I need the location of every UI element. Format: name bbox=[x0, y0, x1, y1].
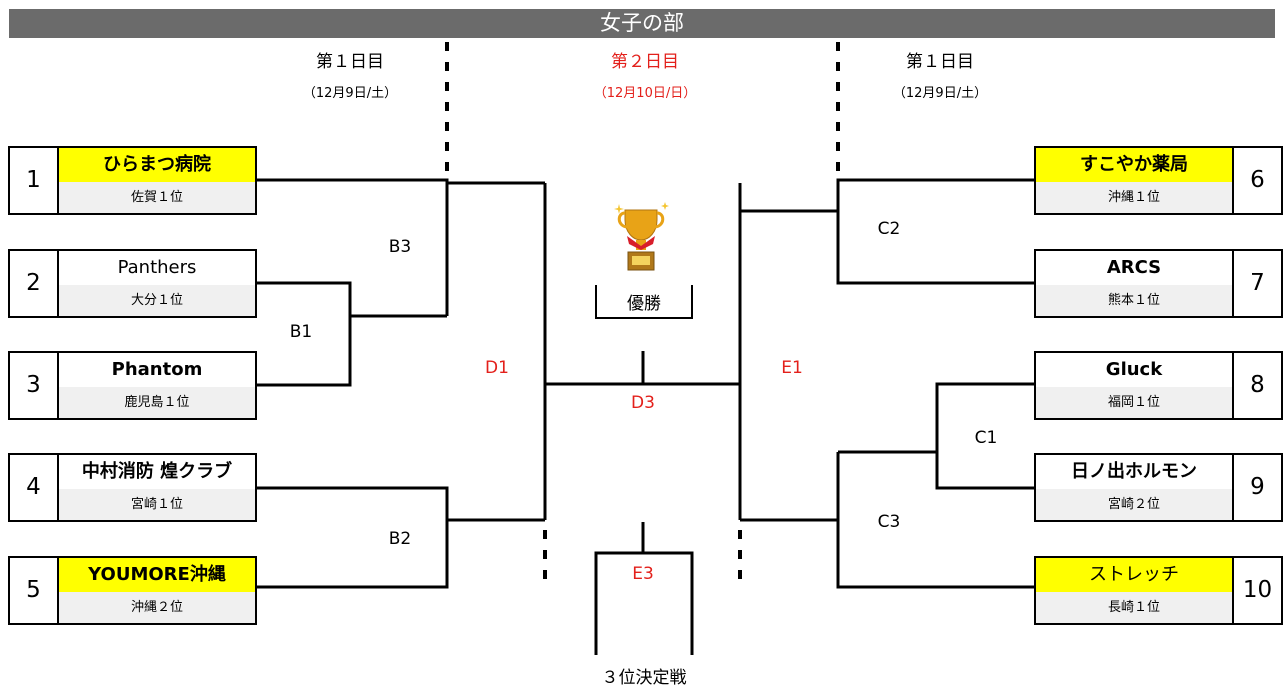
team-card: ストレッチ 長崎１位 bbox=[1034, 556, 1234, 625]
seed-number: 8 bbox=[1232, 351, 1283, 420]
seed-number: 10 bbox=[1232, 556, 1283, 625]
trophy-icon bbox=[614, 202, 669, 271]
team-qualification: 熊本１位 bbox=[1036, 285, 1232, 316]
team-name: Gluck bbox=[1105, 359, 1163, 380]
team-name: すこやか薬局 bbox=[1036, 148, 1232, 182]
team-qualification: 鹿児島１位 bbox=[59, 387, 255, 418]
team-qualification: 沖縄２位 bbox=[59, 592, 255, 623]
center-day-label: 第２日目 bbox=[611, 52, 679, 72]
champion-label: 優勝 bbox=[627, 294, 661, 314]
seed-number: 3 bbox=[8, 351, 59, 420]
team-card: Panthers 大分１位 bbox=[57, 249, 257, 318]
right-day-label: 第１日目 bbox=[906, 52, 974, 72]
team-name: 日ノ出ホルモン bbox=[1071, 461, 1197, 482]
seed-number: 7 bbox=[1232, 249, 1283, 318]
team-card: ARCS 熊本１位 bbox=[1034, 249, 1234, 318]
team-name: Phantom bbox=[111, 359, 203, 380]
seed-number: 5 bbox=[8, 556, 59, 625]
team-name: YOUMORE沖縄 bbox=[59, 558, 255, 592]
team-qualification: 大分１位 bbox=[59, 285, 255, 316]
seed-number: 4 bbox=[8, 453, 59, 522]
match-label-d1: D1 bbox=[485, 358, 509, 378]
left-date-label: （12月9日/土） bbox=[302, 86, 398, 101]
team-card: Gluck 福岡１位 bbox=[1034, 351, 1234, 420]
match-label-c1: C1 bbox=[974, 428, 998, 448]
seed-number: 1 bbox=[8, 146, 59, 215]
bracket-title: 女子の部 bbox=[9, 9, 1275, 38]
match-label-e3: E3 bbox=[632, 564, 654, 584]
right-date-label: （12月9日/土） bbox=[892, 86, 988, 101]
team-qualification: 沖縄１位 bbox=[1036, 182, 1232, 213]
team-name: Panthers bbox=[117, 257, 197, 278]
third-place-label: ３位決定戦 bbox=[601, 668, 687, 688]
match-label-b1: B1 bbox=[289, 322, 313, 342]
team-qualification: 福岡１位 bbox=[1036, 387, 1232, 418]
left-day-label: 第１日目 bbox=[316, 52, 384, 72]
team-qualification: 宮崎１位 bbox=[59, 489, 255, 520]
match-label-d3: D3 bbox=[631, 393, 655, 413]
team-card: YOUMORE沖縄 沖縄２位 bbox=[57, 556, 257, 625]
seed-number: 2 bbox=[8, 249, 59, 318]
match-label-c3: C3 bbox=[877, 512, 901, 532]
match-label-e1: E1 bbox=[781, 358, 803, 378]
team-qualification: 宮崎２位 bbox=[1036, 489, 1232, 520]
match-label-c2: C2 bbox=[877, 219, 901, 239]
match-label-b2: B2 bbox=[388, 529, 412, 549]
team-qualification: 長崎１位 bbox=[1036, 592, 1232, 623]
seed-number: 9 bbox=[1232, 453, 1283, 522]
team-card: ひらまつ病院 佐賀１位 bbox=[57, 146, 257, 215]
team-name: ARCS bbox=[1106, 257, 1162, 278]
match-label-b3: B3 bbox=[388, 237, 412, 257]
team-card: 日ノ出ホルモン 宮崎２位 bbox=[1034, 453, 1234, 522]
team-card: 中村消防 煌クラブ 宮崎１位 bbox=[57, 453, 257, 522]
team-qualification: 佐賀１位 bbox=[59, 182, 255, 213]
team-card: Phantom 鹿児島１位 bbox=[57, 351, 257, 420]
team-name: 中村消防 煌クラブ bbox=[81, 461, 233, 482]
center-date-label: （12月10日/日） bbox=[593, 86, 697, 101]
team-name: ひらまつ病院 bbox=[59, 148, 255, 182]
team-card: すこやか薬局 沖縄１位 bbox=[1034, 146, 1234, 215]
team-name: ストレッチ bbox=[1036, 558, 1232, 592]
seed-number: 6 bbox=[1232, 146, 1283, 215]
